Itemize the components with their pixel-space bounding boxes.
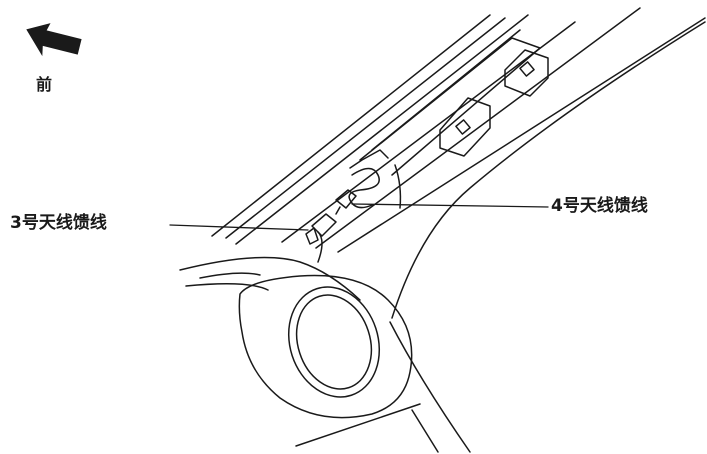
speaker-housing xyxy=(238,274,413,419)
leader-line-3 xyxy=(169,224,309,231)
connector-4 xyxy=(335,189,357,209)
pillar-edge-line-1 xyxy=(211,14,491,237)
leader-line-4 xyxy=(351,203,549,208)
callout-antenna-feeder-3: 3号天线馈线 xyxy=(10,213,107,233)
upper-clip xyxy=(504,49,549,97)
speaker-ring-inner xyxy=(295,294,373,390)
middle-clip xyxy=(439,97,491,157)
speaker-ring-outer xyxy=(287,286,381,398)
front-direction-label: 前 xyxy=(36,75,53,94)
arrow-left-icon xyxy=(22,22,84,62)
callout-antenna-feeder-4: 4号天线馈线 xyxy=(551,196,648,216)
